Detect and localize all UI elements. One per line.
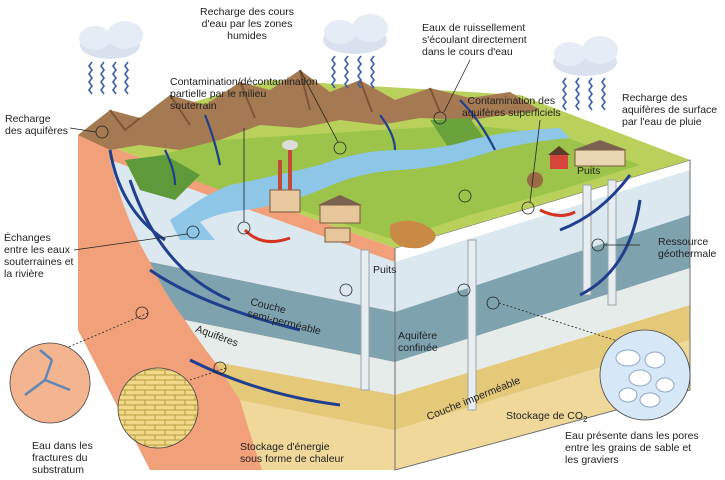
well-2 (467, 239, 477, 411)
rain-1 (88, 61, 129, 95)
mountain-highlights (109, 69, 441, 132)
label-stockage-energie: Stockage d'énergie sous forme de chaleur (240, 441, 344, 465)
label-recharge-cours-eau: Recharge des cours d'eau par les zones h… (200, 6, 294, 42)
label-recharge-surface: Recharge des aquifères de surface par l'… (622, 92, 718, 128)
fracture-bubble (9, 342, 91, 424)
label-eaux-ruissellement: Eaux de ruissellement s'écoulant directe… (422, 22, 527, 58)
cloud-3 (553, 36, 618, 76)
rain-3 (562, 77, 606, 111)
cloud-2 (323, 14, 388, 54)
well-1 (360, 249, 370, 391)
groundwater-arrows (108, 149, 642, 407)
impermeable-front (215, 362, 395, 430)
rain-2 (331, 55, 375, 89)
factory (269, 140, 301, 213)
wetland (390, 220, 436, 249)
label-contamination-milieu: Contamination/décontamination partielle … (170, 76, 318, 112)
well-3 (582, 179, 617, 306)
cloud-1 (79, 21, 143, 59)
label-aquifere-confine: Aquifère confinée (398, 330, 438, 354)
label-puits-mid: Puits (373, 264, 397, 276)
forest-patch (125, 155, 200, 200)
buildings-center (318, 195, 362, 243)
river-mouth (170, 210, 215, 240)
semi-permeable-front (150, 262, 395, 362)
callout-leaders (49, 59, 640, 381)
label-contamination-superficiels: Contamination des aquifères superficiels (462, 95, 561, 119)
label-ressource-geothermale: Ressource géothermale (658, 236, 717, 260)
label-stockage-co2: Stockage de CO2 (506, 410, 588, 425)
deep-layer-front (240, 400, 395, 470)
sand-bubble (117, 367, 199, 449)
tree-cluster (527, 172, 543, 188)
green-fields (140, 125, 640, 240)
label-recharge-aquiferes: Recharge des aquifères (5, 113, 69, 137)
label-puits-top: Puits (577, 165, 601, 177)
label-eau-pores: Eau présente dans les pores entre les gr… (565, 430, 699, 466)
label-echanges: Échanges entre les eaux souterraines et … (4, 232, 74, 280)
surface-arrows (164, 99, 496, 186)
confined-aquifer-front (185, 320, 395, 395)
gravel-bubble (599, 329, 691, 421)
village-right (548, 140, 627, 169)
label-eau-fractures: Eau dans les fractures du substratum (32, 440, 93, 476)
